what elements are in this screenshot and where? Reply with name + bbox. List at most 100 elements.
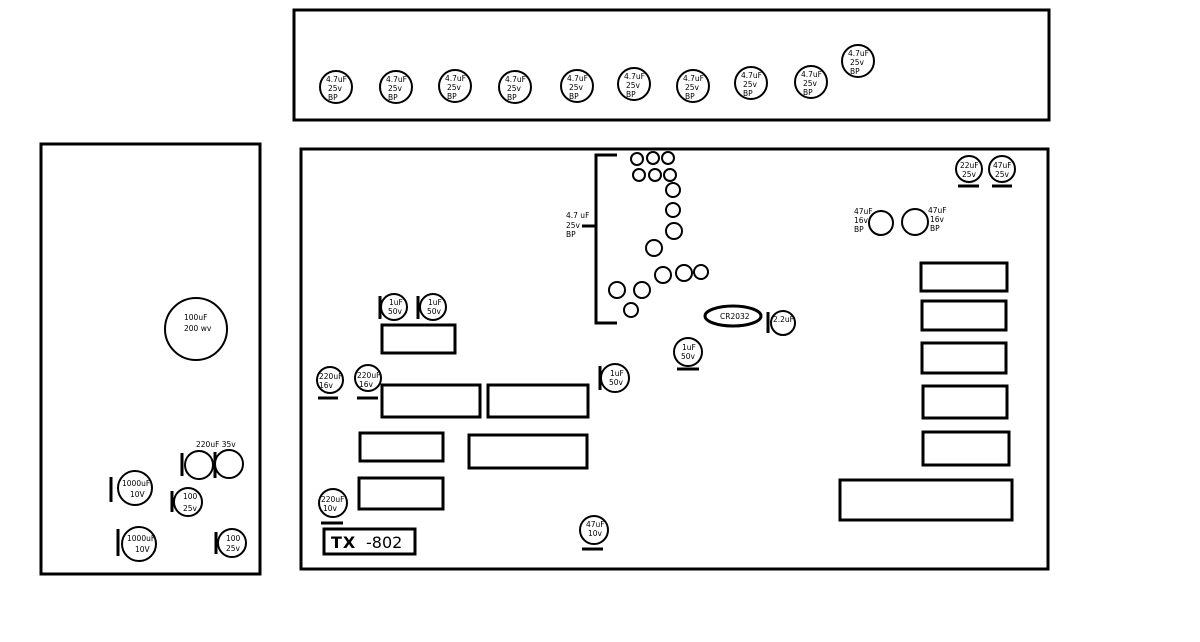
cap-1uF-50v-d: 1uF 50v xyxy=(673,337,703,371)
svg-text:47uF: 47uF xyxy=(928,206,947,215)
cap-220uF-16v-a: 220uF 16v xyxy=(316,366,344,400)
cap-group-bracket xyxy=(594,153,617,325)
svg-text:10V: 10V xyxy=(135,545,151,554)
top-board xyxy=(292,8,1051,122)
cap-1000uF-10v-a: 1000uF 10V xyxy=(109,470,153,506)
cap-220uF-35v-b xyxy=(214,449,244,479)
svg-text:4.7uF: 4.7uF xyxy=(683,74,704,83)
top-cap-7: 4.7uF 25v BP xyxy=(676,69,710,103)
svg-text:25v: 25v xyxy=(626,81,641,90)
svg-text:47uF: 47uF xyxy=(586,520,605,529)
group-cap xyxy=(646,151,660,165)
ic-right-3 xyxy=(920,341,1008,375)
svg-text:BP: BP xyxy=(626,90,636,99)
svg-text:1uF: 1uF xyxy=(389,298,403,307)
svg-text:BP: BP xyxy=(743,89,753,98)
main-board xyxy=(299,147,1050,571)
cap-1uF-50v-b: 1uF 50v xyxy=(416,293,447,321)
logo-glyph: TX xyxy=(331,533,356,552)
svg-text:100: 100 xyxy=(183,492,198,501)
svg-text:4.7uF: 4.7uF xyxy=(567,74,588,83)
cap-100-25v-b: 100 25v xyxy=(214,528,247,558)
svg-text:22uF: 22uF xyxy=(960,161,979,170)
top-cap-5: 4.7uF 25v BP xyxy=(560,69,594,103)
svg-text:25v: 25v xyxy=(183,504,198,513)
board-logo: TX -802 xyxy=(322,527,417,556)
top-cap-8: 4.7uF 25v BP xyxy=(734,66,768,100)
svg-text:25v: 25v xyxy=(743,80,758,89)
svg-text:1000uF: 1000uF xyxy=(127,534,155,543)
ic-5 xyxy=(467,433,589,470)
svg-text:4.7uF: 4.7uF xyxy=(848,49,869,58)
cap-220uF-10v: 220uF 10v xyxy=(318,488,348,525)
svg-text:50v: 50v xyxy=(681,352,696,361)
ic-right-1 xyxy=(919,261,1009,293)
svg-text:50v: 50v xyxy=(427,307,442,316)
svg-text:BP: BP xyxy=(854,225,864,234)
group-cap xyxy=(608,281,626,299)
svg-text:10V: 10V xyxy=(130,490,146,499)
svg-text:47uF: 47uF xyxy=(993,161,1012,170)
svg-text:4.7uF: 4.7uF xyxy=(801,70,822,79)
svg-text:25v: 25v xyxy=(962,170,977,179)
svg-text:2.2uF: 2.2uF xyxy=(773,315,794,324)
svg-text:BP: BP xyxy=(930,224,940,233)
cap-1uF-50v-a: 1uF 50v xyxy=(378,293,408,321)
svg-text:16v: 16v xyxy=(854,216,869,225)
top-cap-3: 4.7uF 25v BP xyxy=(438,69,472,103)
svg-text:4.7uF: 4.7uF xyxy=(386,75,407,84)
top-cap-6: 4.7uF 25v BP xyxy=(617,67,651,101)
left-board xyxy=(39,142,262,576)
svg-text:25v: 25v xyxy=(995,170,1010,179)
ic-right-2 xyxy=(920,299,1008,332)
svg-text:4.7uF: 4.7uF xyxy=(624,72,645,81)
svg-text:BP: BP xyxy=(388,93,398,102)
group-cap xyxy=(632,168,646,182)
svg-text:25v: 25v xyxy=(685,83,700,92)
battery-cr2032: CR2032 xyxy=(703,304,763,328)
svg-text:10v: 10v xyxy=(588,529,603,538)
svg-text:10v: 10v xyxy=(323,504,338,513)
ic-6 xyxy=(357,476,445,511)
svg-text:16v: 16v xyxy=(319,381,334,390)
svg-text:1uF: 1uF xyxy=(428,298,442,307)
svg-text:4.7uF: 4.7uF xyxy=(445,74,466,83)
svg-text:25v: 25v xyxy=(803,79,818,88)
svg-text:BP: BP xyxy=(447,92,457,101)
svg-text:BP: BP xyxy=(803,88,813,97)
cap-1uF-50v-c: 1uF 50v xyxy=(598,363,630,393)
svg-text:4.7uF: 4.7uF xyxy=(741,71,762,80)
cap-group-label-type: BP xyxy=(566,230,576,239)
group-cap xyxy=(623,302,639,318)
svg-text:1uF: 1uF xyxy=(682,343,696,352)
svg-text:220uF: 220uF xyxy=(319,372,342,381)
group-cap xyxy=(665,182,681,198)
svg-text:220uF: 220uF xyxy=(321,495,344,504)
svg-text:200 wv: 200 wv xyxy=(184,324,212,333)
group-cap xyxy=(663,168,677,182)
group-cap xyxy=(645,239,663,257)
cap-group xyxy=(608,151,709,318)
cap-220uF-16v-b: 220uF 16v xyxy=(354,364,382,400)
svg-text:25v: 25v xyxy=(328,84,343,93)
svg-text:47uF: 47uF xyxy=(854,207,873,216)
cap-22uF-25v: 22uF 25v xyxy=(955,155,983,188)
cap-100uF-200wv: 100uF 200 wv xyxy=(164,297,228,361)
svg-text:25v: 25v xyxy=(226,544,241,553)
svg-text:25v: 25v xyxy=(447,83,462,92)
cap-1000uF-10v-b: 1000uF 10V xyxy=(116,526,157,562)
group-cap xyxy=(665,222,683,240)
svg-text:4.7uF: 4.7uF xyxy=(505,75,526,84)
cap-100-25v-a: 100 25v xyxy=(170,487,203,517)
group-cap xyxy=(665,202,681,218)
svg-text:CR2032: CR2032 xyxy=(720,312,750,321)
cap-group-label-value: 4.7 uF xyxy=(566,211,589,220)
group-cap xyxy=(648,168,662,182)
group-cap xyxy=(654,266,672,284)
svg-text:50v: 50v xyxy=(609,378,624,387)
logo-number: -802 xyxy=(366,533,402,552)
top-cap-9: 4.7uF 25v BP xyxy=(794,65,828,99)
cap-47uF-16v-bp-a: 47uF 16v BP xyxy=(854,207,894,236)
ic-right-5 xyxy=(921,430,1011,467)
cap-2-2uF: 2.2uF xyxy=(766,310,796,336)
